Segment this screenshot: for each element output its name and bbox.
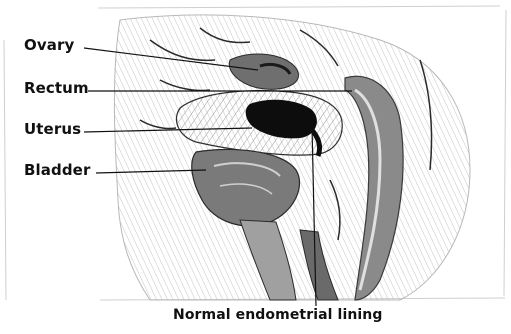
label-rectum: Rectum (24, 79, 89, 97)
label-ovary: Ovary (24, 36, 74, 54)
body-outline (114, 15, 470, 300)
label-endometrial-lining: Normal endometrial lining (173, 307, 383, 323)
label-uterus: Uterus (24, 120, 81, 138)
label-bladder: Bladder (24, 161, 90, 179)
